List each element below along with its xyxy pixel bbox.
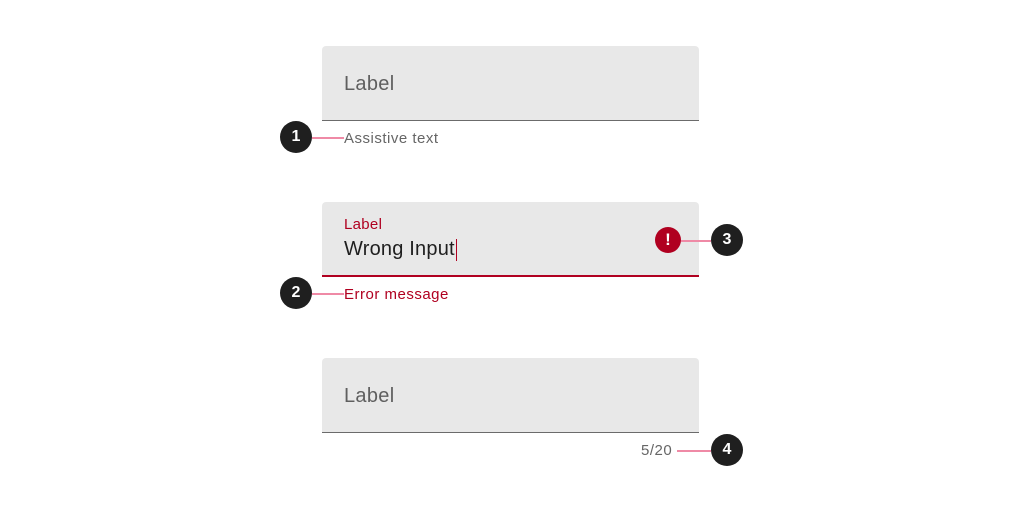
error-exclamation-icon: !: [655, 227, 681, 253]
annotation-marker-2: 2: [280, 277, 312, 309]
leader-line-1: [312, 137, 344, 139]
annotation-marker-4: 4: [711, 434, 743, 466]
text-field-counter[interactable]: Label: [322, 358, 699, 433]
input-text: Wrong Input: [344, 238, 455, 260]
leader-line-3: [681, 240, 711, 242]
field-label: Label: [344, 385, 395, 407]
character-counter: 5/20: [641, 442, 673, 459]
text-field-error[interactable]: Label Wrong Input !: [322, 202, 699, 277]
annotation-marker-1: 1: [280, 121, 312, 153]
leader-line-2: [312, 293, 344, 295]
assistive-text: Assistive text: [344, 130, 439, 147]
field-label: Label: [344, 73, 395, 95]
annotation-marker-3: 3: [711, 224, 743, 256]
field-label-floating: Label: [344, 216, 383, 233]
text-field-default[interactable]: Label: [322, 46, 699, 121]
field-input-value[interactable]: Wrong Input: [344, 238, 458, 261]
text-cursor: [455, 238, 458, 261]
leader-line-4: [677, 450, 711, 452]
error-message: Error message: [344, 286, 449, 303]
